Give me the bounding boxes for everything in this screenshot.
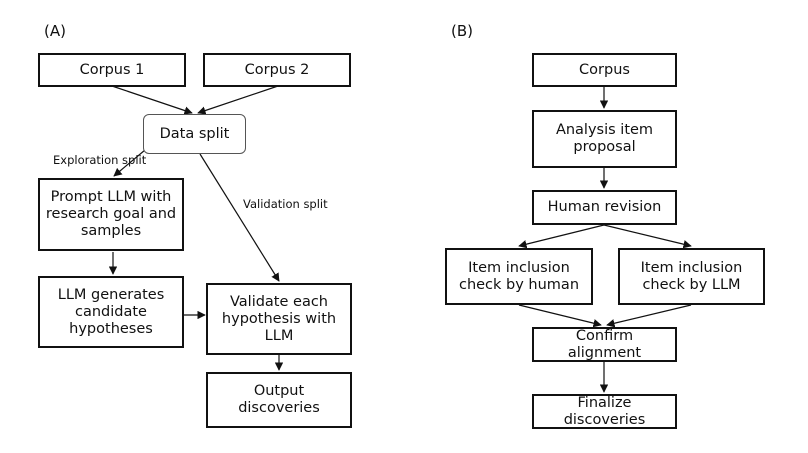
validate-hypothesis-box: Validate each hypothesis with LLM	[206, 283, 352, 355]
arrow-check-llm-to-confirm	[606, 304, 692, 328]
validation-split-label: Validation split	[243, 197, 328, 211]
arrow-datasplit-to-prompt	[113, 149, 146, 177]
analysis-item-box: Analysis item proposal	[532, 110, 677, 168]
panel-a-label: (A)	[44, 22, 66, 40]
arrow-revision-to-check-human	[518, 224, 605, 249]
confirm-alignment-box: Confirm alignment	[532, 327, 677, 362]
arrow-corpus2-to-datasplit	[197, 85, 279, 115]
corpus-1-box: Corpus 1	[38, 53, 186, 87]
arrow-datasplit-to-validate	[199, 153, 280, 282]
corpus-2-box: Corpus 2	[203, 53, 351, 87]
check-by-llm-box: Item inclusion check by LLM	[618, 248, 765, 305]
check-by-human-box: Item inclusion check by human	[445, 248, 593, 305]
finalize-discoveries-box: Finalize discoveries	[532, 394, 677, 429]
human-revision-box: Human revision	[532, 190, 677, 225]
corpus-box: Corpus	[532, 53, 677, 87]
llm-generates-box: LLM generates candidate hypotheses	[38, 276, 184, 348]
prompt-llm-box: Prompt LLM with research goal and sample…	[38, 178, 184, 251]
arrow-check-human-to-confirm	[518, 304, 602, 328]
exploration-split-label: Exploration split	[53, 153, 147, 167]
arrow-revision-to-check-llm	[603, 224, 692, 249]
output-discoveries-box: Output discoveries	[206, 372, 352, 428]
panel-b-label: (B)	[451, 22, 473, 40]
data-split-box: Data split	[143, 114, 246, 154]
arrow-corpus1-to-datasplit	[111, 85, 193, 115]
